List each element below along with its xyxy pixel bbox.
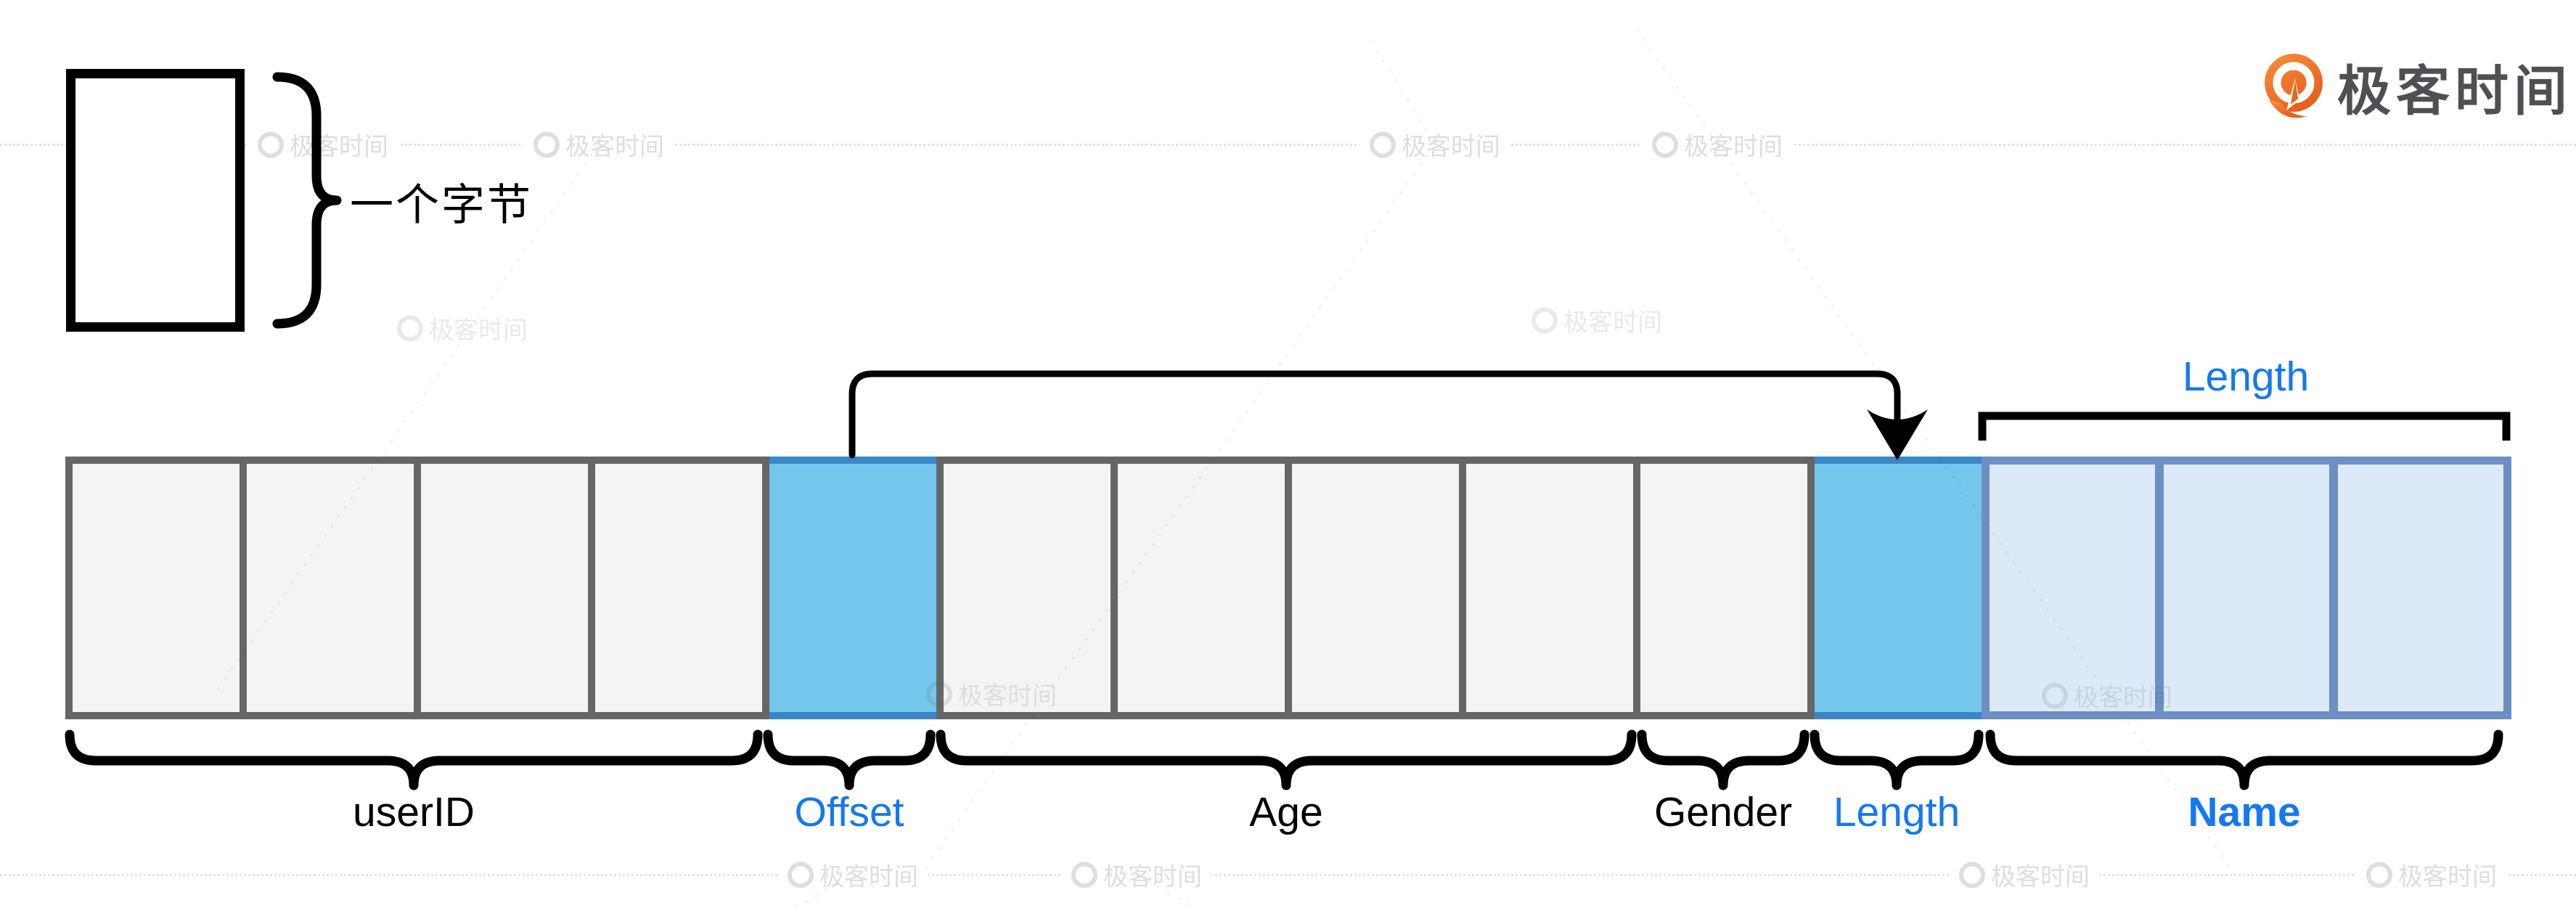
field-label-age: Age [1249,789,1323,835]
one-byte-label: 一个字节 [350,181,533,229]
watermark-stamp: 极客时间 [1642,126,1793,163]
field-label-offset: Offset [794,789,904,835]
byte-cell-age-1 [936,457,1118,719]
underbrace-length [1810,729,1984,790]
watermark-stamp: 极客时间 [1061,856,1212,893]
arrowhead-icon [1867,409,1928,460]
field-label-userid: userID [353,789,475,835]
watermark-logo-icon [2042,682,2068,708]
watermark-text: 极客时间 [958,682,1057,711]
watermark-text: 极客时间 [1991,863,2090,891]
underbrace-userid [65,729,763,790]
field-label-length: Length [1833,789,1960,835]
byte-cell-gender [1633,457,1815,719]
name-length-bracket [1978,412,2511,441]
offset-to-length-arrow [849,370,1901,459]
watermark-logo-icon [788,862,814,888]
underbrace-gender [1637,729,1810,790]
underbrace-name [1985,729,2503,790]
byte-cell-age-4 [1459,457,1640,719]
watermark-text: 极客时间 [1684,133,1783,161]
watermark-stamp: 极客时间 [248,126,398,163]
top-length-label: Length [2182,353,2310,400]
watermark-dotted-line-top [0,144,2576,146]
watermark-stamp: 极客时间 [1521,303,1672,338]
watermark-logo-icon [1652,131,1678,158]
byte-cell-userid-3 [414,457,595,719]
watermark-logo-icon [2366,862,2392,888]
watermark-logo-icon [258,131,284,158]
byte-cell-length [1807,457,1989,719]
watermark-stamp: 极客时间 [1359,126,1510,163]
watermark-stamp: 极客时间 [523,126,674,163]
watermark-logo-icon [533,131,560,158]
watermark-text: 极客时间 [2398,863,2497,891]
watermark-logo-icon [397,315,423,341]
watermark-stamp: 极客时间 [1949,856,2100,893]
legend-brace [272,72,342,329]
byte-cell-name-3 [2330,457,2511,719]
watermark-text: 极客时间 [1402,133,1500,161]
watermark-logo-icon [1370,131,1396,158]
byte-array [65,457,2511,719]
geektime-pin-icon [2265,53,2323,118]
watermark-stamp: 极客时间 [387,311,538,346]
field-label-name: Name [2188,789,2301,835]
watermark-text: 极客时间 [819,863,918,891]
underbrace-age [936,729,1637,790]
watermark-logo-icon [1532,307,1558,333]
watermark-text: 极客时间 [1103,863,1202,891]
watermark-dotted-line-bottom [0,874,2576,876]
geektime-logo: 极客时间 [2259,48,2572,126]
watermark-logo-icon [1071,862,1097,888]
underbrace-offset [763,729,936,790]
watermark-logo-icon [926,681,952,707]
geektime-logo-text: 极客时间 [2337,61,2572,121]
watermark-text: 极客时间 [429,316,528,345]
watermark-stamp: 极客时间 [2032,678,2183,713]
byte-cell-name-2 [2156,457,2337,719]
field-label-gender: Gender [1653,789,1793,835]
byte-cell-age-2 [1111,457,1292,719]
byte-cell-name-1 [1982,457,2163,719]
byte-cell-userid-4 [588,457,769,719]
watermark-text: 极客时间 [565,133,664,161]
byte-cell-age-3 [1285,457,1466,719]
watermark-stamp: 极客时间 [777,856,928,893]
watermark-stamp: 极客时间 [2356,856,2507,893]
watermark-text: 极客时间 [2074,684,2172,712]
watermark-logo-icon [1959,862,1985,888]
watermark-stamp: 极客时间 [916,676,1067,712]
watermark-text: 极客时间 [290,133,388,161]
byte-cell-userid-2 [240,457,421,719]
watermark-text: 极客时间 [1563,308,1662,337]
one-byte-box [66,69,245,332]
byte-cell-userid-1 [65,457,247,719]
